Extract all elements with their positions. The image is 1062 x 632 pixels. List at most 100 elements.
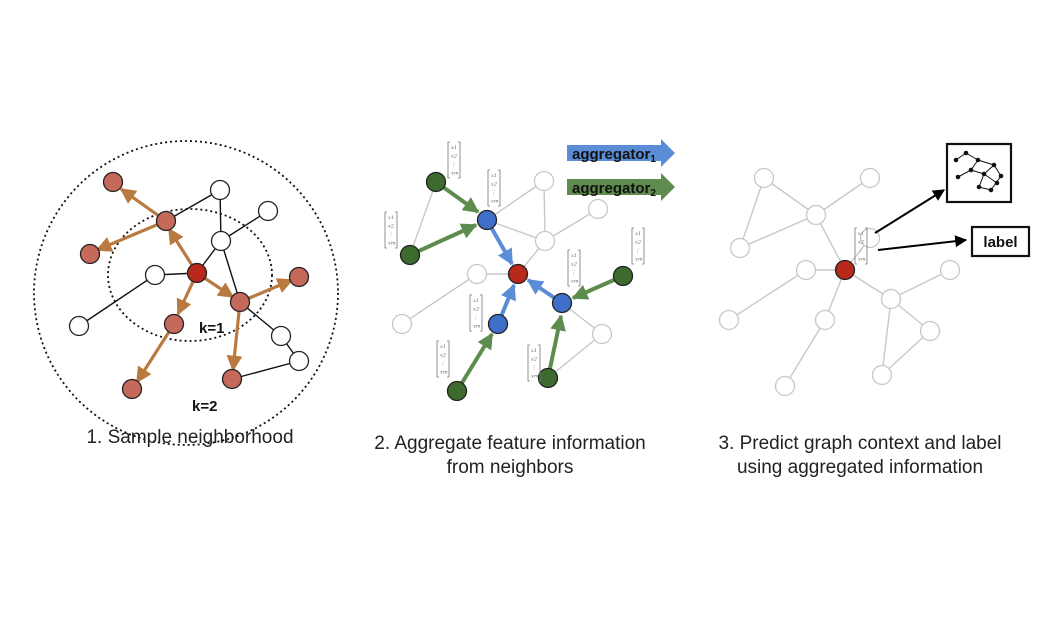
hop2-node	[425, 171, 447, 193]
feature-vector-entry: x1	[388, 215, 394, 221]
hop2-node	[537, 367, 559, 389]
feature-vector-entry: ⋮	[451, 162, 456, 168]
sampled-node	[229, 291, 251, 313]
feature-vector-entry: x2	[571, 262, 577, 268]
caption-3: 3. Predict graph context and label using…	[690, 432, 1030, 480]
sampled-node	[288, 266, 310, 288]
sampled-node	[163, 313, 185, 335]
faded-edges	[728, 177, 951, 387]
mini-graph-icon	[953, 150, 1004, 193]
graph-node	[753, 167, 775, 189]
feature-vector: x1 x2 ⋮ xm	[854, 227, 868, 265]
feature-vector-entry: x2	[440, 353, 446, 359]
feature-vector-entry: x1	[531, 348, 537, 354]
target-node	[186, 262, 208, 284]
graph-node	[939, 259, 961, 281]
feature-vector-entry: x1	[571, 253, 577, 259]
graph-node	[814, 309, 836, 331]
feature-vector-entry: x2	[473, 307, 479, 313]
feature-vector-entry: x1	[858, 231, 864, 237]
feature-vector-entry: ⋮	[635, 248, 640, 254]
caption-2-line-2: from neighbors	[446, 457, 574, 478]
feature-vector-entry: xm	[451, 171, 459, 177]
sampled-node	[121, 378, 143, 400]
label-arrow	[877, 235, 968, 251]
aggregator-2-subscript: 2	[650, 188, 656, 199]
aggregator-1-label: aggregator	[572, 146, 651, 163]
feature-vector-entry: ⋮	[491, 190, 496, 196]
feature-vector-entry: xm	[388, 241, 396, 247]
hop1-node	[551, 292, 573, 314]
caption-2: 2. Aggregate feature information from ne…	[350, 432, 670, 480]
k1-boundary	[107, 208, 273, 342]
graph-node	[209, 179, 231, 201]
feature-vector-entry: ⋮	[473, 315, 478, 321]
feature-vector-entry: xm	[858, 257, 866, 263]
feature-vector-entry: ⋮	[531, 365, 536, 371]
hop2-node	[612, 265, 634, 287]
feature-vector-entry: ⋮	[858, 248, 863, 254]
graph-node	[859, 227, 881, 249]
caption-1: 1. Sample neighborhood	[60, 426, 320, 450]
graph-node	[718, 309, 740, 331]
sampled-node	[221, 368, 243, 390]
feature-vector-entry: x2	[858, 240, 864, 246]
caption-3-line-2: using aggregated information	[736, 457, 984, 478]
graph-node	[533, 170, 555, 192]
k1-label: k=1	[199, 320, 224, 337]
graph-node	[795, 259, 817, 281]
feature-vector-entry: xm	[531, 374, 539, 380]
feature-vector: x1 x2 ⋮ xm	[487, 169, 501, 207]
aggregator-1-arrow: aggregator1	[567, 139, 675, 167]
caption-3-line-1: 3. Predict graph context and label	[718, 433, 1002, 454]
aggregator-2-arrow: aggregator2	[567, 173, 675, 201]
graph-node	[587, 198, 609, 220]
feature-vector-entry: x1	[473, 298, 479, 304]
graph-node	[805, 204, 827, 226]
feature-vector-entry: x1	[491, 173, 497, 179]
graph-node	[534, 230, 556, 252]
caption-1-line-1: 1. Sample neighborhood	[86, 427, 294, 448]
label-box: label	[970, 225, 1031, 258]
k2-boundary	[33, 140, 339, 446]
sampled-node	[79, 243, 101, 265]
sampled-node	[102, 171, 124, 193]
aggregate-panel: x1 x2 ⋮ xm x1 x2 ⋮ xm x1 x2 ⋮ xm x1 x2 ⋮ xm x1 x2 ⋮ xm x1 x2 ⋮…	[384, 139, 675, 402]
sample-neighborhood-panel: k=1 k=2	[33, 140, 339, 446]
feature-vector-entry: xm	[440, 370, 448, 376]
graph-node	[729, 237, 751, 259]
label-box-text: label	[983, 234, 1017, 251]
svg-text:aggregator2: aggregator2	[572, 180, 656, 199]
target-node	[834, 259, 856, 281]
feature-vector-entry: x2	[491, 182, 497, 188]
feature-vector-entry: x2	[388, 224, 394, 230]
feature-vector: x1 x2 ⋮ xm	[447, 141, 461, 179]
feature-vector-entry: ⋮	[571, 270, 576, 276]
graph-node	[774, 375, 796, 397]
feature-vector-entry: x2	[451, 154, 457, 160]
feature-vector-entry: x1	[451, 145, 457, 151]
graph-node	[68, 315, 90, 337]
graph-node	[919, 320, 941, 342]
feature-vector-entry: xm	[635, 257, 643, 263]
graph-node	[270, 325, 292, 347]
k2-label: k=2	[192, 398, 217, 415]
predict-panel: x1 x2 ⋮ xm label	[718, 142, 1031, 397]
feature-vector: x1 x2 ⋮ xm	[527, 344, 541, 382]
graph-node	[880, 288, 902, 310]
feature-vector-entry: xm	[491, 199, 499, 205]
feature-vector-entry: ⋮	[440, 361, 445, 367]
graph-node	[859, 167, 881, 189]
feature-vector-entry: xm	[571, 279, 579, 285]
feature-vector-entry: x2	[531, 357, 537, 363]
context-arrow	[874, 189, 946, 234]
graph-node	[591, 323, 613, 345]
aggregator-1-subscript: 1	[650, 154, 656, 165]
svg-text:aggregator1: aggregator1	[572, 146, 656, 165]
hop2-node	[446, 380, 468, 402]
graph-node	[391, 313, 413, 335]
